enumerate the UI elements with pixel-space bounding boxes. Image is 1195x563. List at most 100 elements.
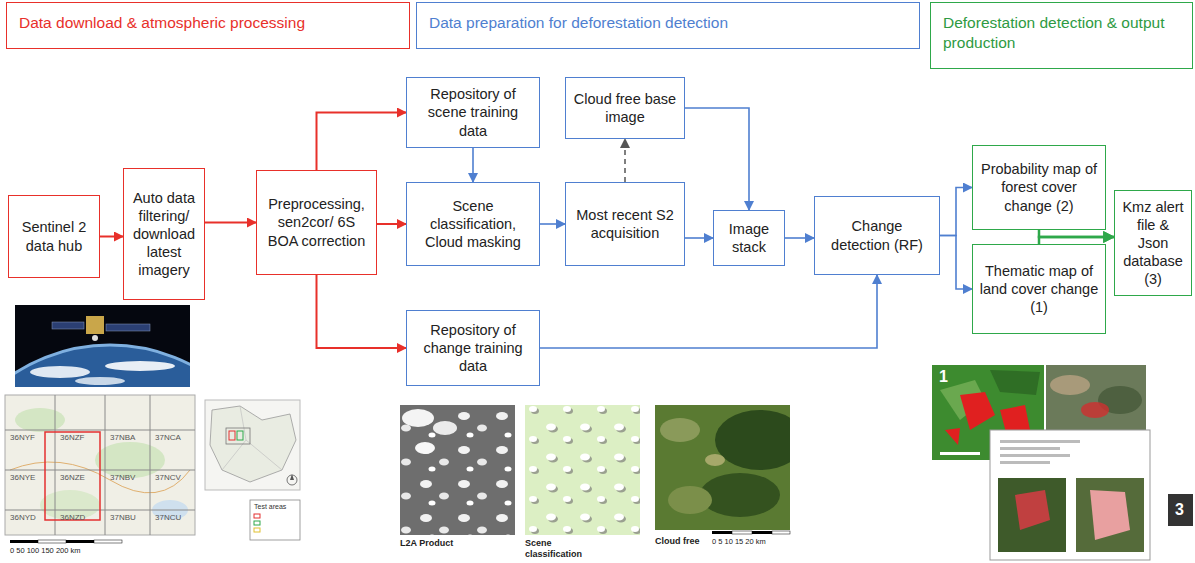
tile-id: 37NBU	[110, 513, 136, 523]
text-wrap: Scene classification, Cloud masking	[413, 197, 533, 251]
drawing-path	[990, 370, 1040, 395]
node-text: Preprocessing, sen2cor/ 6S BOA correctio…	[263, 195, 370, 249]
drawing-rect	[940, 452, 980, 455]
text-wrap: Data download & atmospheric processing	[19, 13, 305, 33]
scale-label: 0 5 10 15 20 km	[712, 537, 766, 546]
drawing-ellipse	[415, 442, 435, 454]
drawing-rect	[38, 540, 66, 543]
drawing-rect	[106, 324, 150, 331]
drawing-path	[945, 428, 960, 445]
data-box: Image stack	[713, 210, 785, 266]
drawing-rect	[990, 430, 1150, 560]
node-text: Probability map of forest cover change (…	[979, 160, 1099, 214]
drawing-path	[210, 406, 296, 482]
drawing-path	[5, 395, 195, 535]
drawing-rect	[52, 322, 84, 329]
data-box: Repository of scene training data	[406, 77, 540, 148]
node-text: Sentinel 2 data hub	[15, 218, 93, 254]
text-wrap: Sentinel 2 data hub	[15, 218, 93, 254]
imagery-image	[1046, 365, 1146, 440]
node-text: Data preparation for deforestation detec…	[429, 13, 728, 33]
flow-arrow	[472, 148, 474, 182]
node-text: Deforestation detection & output product…	[943, 13, 1180, 53]
drawing-circle	[15, 345, 190, 387]
text-wrap: Probability map of forest cover change (…	[979, 160, 1099, 214]
drawing-rect	[1000, 454, 1070, 457]
drawing-ellipse	[433, 421, 457, 435]
drawing-rect	[254, 528, 260, 532]
drawing-rect	[1168, 494, 1193, 526]
drawing-rect	[254, 514, 260, 518]
drawing-ellipse	[715, 410, 790, 470]
drawing-rect	[205, 400, 300, 490]
drawing-path	[1015, 490, 1050, 530]
node-text: Repository of change training data	[413, 321, 533, 375]
drawing-rect	[10, 540, 38, 543]
text-wrap: Repository of scene training data	[413, 85, 533, 139]
satellite-picture	[15, 305, 190, 387]
image-caption: Cloud free	[655, 536, 700, 547]
flow-arrow	[624, 139, 626, 182]
node-text: Auto data filtering/ download latest ima…	[130, 189, 198, 280]
flow-arrow	[685, 108, 749, 210]
alert-report-image	[990, 430, 1193, 560]
drawing-rect	[1000, 461, 1050, 464]
drawing-ellipse	[402, 409, 434, 427]
drawing-rect	[712, 531, 732, 534]
drawing-rect	[752, 531, 772, 534]
output-box: Probability map of forest cover change (…	[972, 145, 1106, 230]
drawing-ellipse	[30, 366, 90, 378]
tile-id: 36NZF	[60, 433, 84, 443]
drawing-rect	[772, 531, 790, 534]
drawing-rect	[525, 405, 640, 535]
callout-number: 1	[939, 367, 948, 386]
tile-id: 36NYD	[10, 513, 36, 523]
overview-map	[205, 400, 300, 540]
text-wrap: Change detection (RF)	[821, 217, 933, 253]
image-caption: L2A Product	[400, 538, 453, 549]
output-box: Kmz alert file & Json database (3)	[1114, 190, 1192, 296]
process-box: Auto data filtering/ download latest ima…	[123, 168, 205, 300]
drawing-rect	[1000, 447, 1060, 450]
drawing-rect	[1076, 478, 1144, 552]
tile-id: 36NYE	[10, 473, 35, 483]
drawing-rect	[229, 431, 235, 440]
text-wrap: Preprocessing, sen2cor/ 6S BOA correctio…	[263, 195, 370, 249]
node-text: Repository of scene training data	[413, 85, 533, 139]
drawing-path	[222, 406, 282, 470]
image-caption: Scene classification	[525, 538, 595, 560]
drawing-rect	[1046, 365, 1146, 440]
callout-number: 3	[1175, 500, 1184, 519]
drawing-circle	[92, 335, 98, 341]
drawing-path	[290, 474, 294, 480]
process-box: Preprocessing, sen2cor/ 6S BOA correctio…	[256, 170, 377, 275]
drawing-rect	[250, 500, 300, 540]
tile-id: 36NYF	[10, 433, 35, 443]
scale-label: 0 50 100 150 200 km	[10, 546, 80, 555]
text-wrap: Data preparation for deforestation detec…	[429, 13, 728, 33]
drawing-rect	[732, 531, 752, 534]
drawing-rect	[226, 428, 250, 444]
drawing-ellipse	[660, 418, 700, 442]
flow-arrow	[1039, 237, 1114, 244]
drawing-rect	[1000, 440, 1080, 443]
section-band: Deforestation detection & output product…	[930, 2, 1193, 69]
data-box: Most recent S2 acquisition	[565, 182, 685, 266]
flow-arrow	[540, 223, 565, 225]
drawing-ellipse	[700, 473, 780, 517]
section-band: Data preparation for deforestation detec…	[416, 2, 920, 49]
drawing-ellipse	[105, 361, 175, 371]
tile-id: 37NBA	[110, 433, 135, 443]
node-text: Scene classification, Cloud masking	[413, 197, 533, 251]
drawing-ellipse	[668, 486, 712, 514]
flow-arrow	[317, 275, 407, 348]
text-wrap: Auto data filtering/ download latest ima…	[130, 189, 198, 280]
flow-arrow	[940, 236, 972, 290]
tile-id: 37NCA	[155, 433, 181, 443]
tile-id: 36NZE	[60, 473, 85, 483]
drawing-circle	[15, 345, 190, 387]
process-box: Change detection (RF)	[814, 196, 940, 275]
text-wrap: Kmz alert file & Json database (3)	[1121, 198, 1185, 289]
l2a-image	[400, 405, 515, 535]
node-text: Change detection (RF)	[821, 217, 933, 253]
